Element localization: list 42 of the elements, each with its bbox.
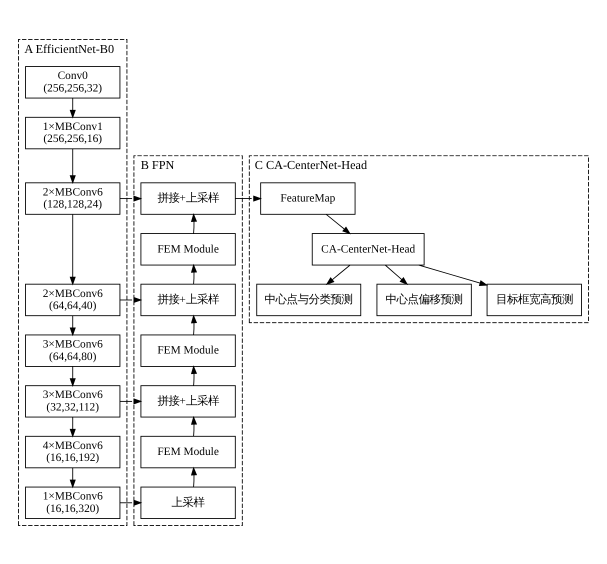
arrow (70, 314, 76, 336)
arrow (70, 466, 76, 488)
arrow (234, 195, 262, 202)
arrow (120, 195, 142, 202)
arrow (120, 398, 142, 404)
arrow (70, 214, 76, 285)
node-box: 2×MBConv6 (128,128,24) (25, 182, 120, 214)
node-box: FeatureMap (260, 182, 356, 214)
node-box: 上采样 (140, 486, 236, 518)
node-box: 拼接+上采样 (140, 182, 236, 214)
node-box: FEM Module (140, 334, 236, 366)
arrow (326, 264, 350, 285)
arrow (70, 416, 76, 438)
node-box: Conv0 (256,256,32) (25, 66, 120, 98)
arrow (190, 263, 198, 284)
node-box: 1×MBConv1 (256,256,16) (25, 116, 120, 149)
node-box: 3×MBConv6 (32,32,112) (25, 384, 120, 418)
arrow (190, 314, 198, 335)
node-box: 中心点偏移预测 (376, 283, 472, 316)
arrow (120, 296, 142, 303)
arrow (326, 213, 351, 234)
node-box: FEM Module (140, 435, 236, 468)
arrow (190, 466, 198, 487)
arrow (190, 212, 198, 234)
arrow (418, 264, 488, 286)
node-box: 3×MBConv6 (64,64,80) (25, 334, 120, 366)
node-box: 拼接+上采样 (140, 283, 236, 316)
arrow (190, 415, 198, 436)
node-box: 4×MBConv6 (16,16,192) (25, 435, 120, 468)
node-box: 拼接+上采样 (140, 384, 236, 418)
arrow (190, 364, 198, 386)
arrow (384, 264, 408, 285)
arrow (120, 499, 142, 506)
arrow (70, 366, 76, 386)
node-box: FEM Module (140, 232, 236, 265)
node-box: 2×MBConv6 (64,64,40) (25, 283, 120, 316)
node-box: 目标框宽高预测 (486, 283, 582, 316)
node-box: CA-CenterNet-Head (312, 232, 425, 265)
node-box: 中心点与分类预测 (256, 283, 362, 316)
arrow (70, 97, 76, 118)
node-box: 1×MBConv6 (16,16,320) (25, 486, 120, 518)
arrow (70, 148, 76, 184)
